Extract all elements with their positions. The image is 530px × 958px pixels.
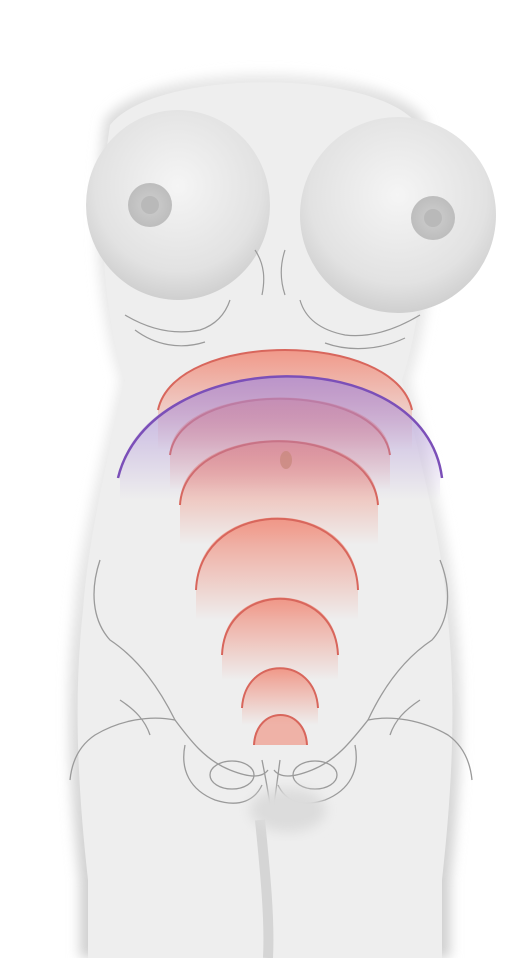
rib-cage-outline	[124, 249, 421, 350]
uterus-stage-2	[254, 715, 307, 745]
belly-button	[280, 451, 292, 469]
purple-arc	[116, 375, 444, 500]
uterus-stage-4	[222, 597, 338, 680]
uterus-stage-5	[196, 517, 358, 620]
breasts	[86, 110, 496, 313]
pubic-shading	[250, 788, 326, 832]
uterus-stage-3	[242, 667, 318, 725]
